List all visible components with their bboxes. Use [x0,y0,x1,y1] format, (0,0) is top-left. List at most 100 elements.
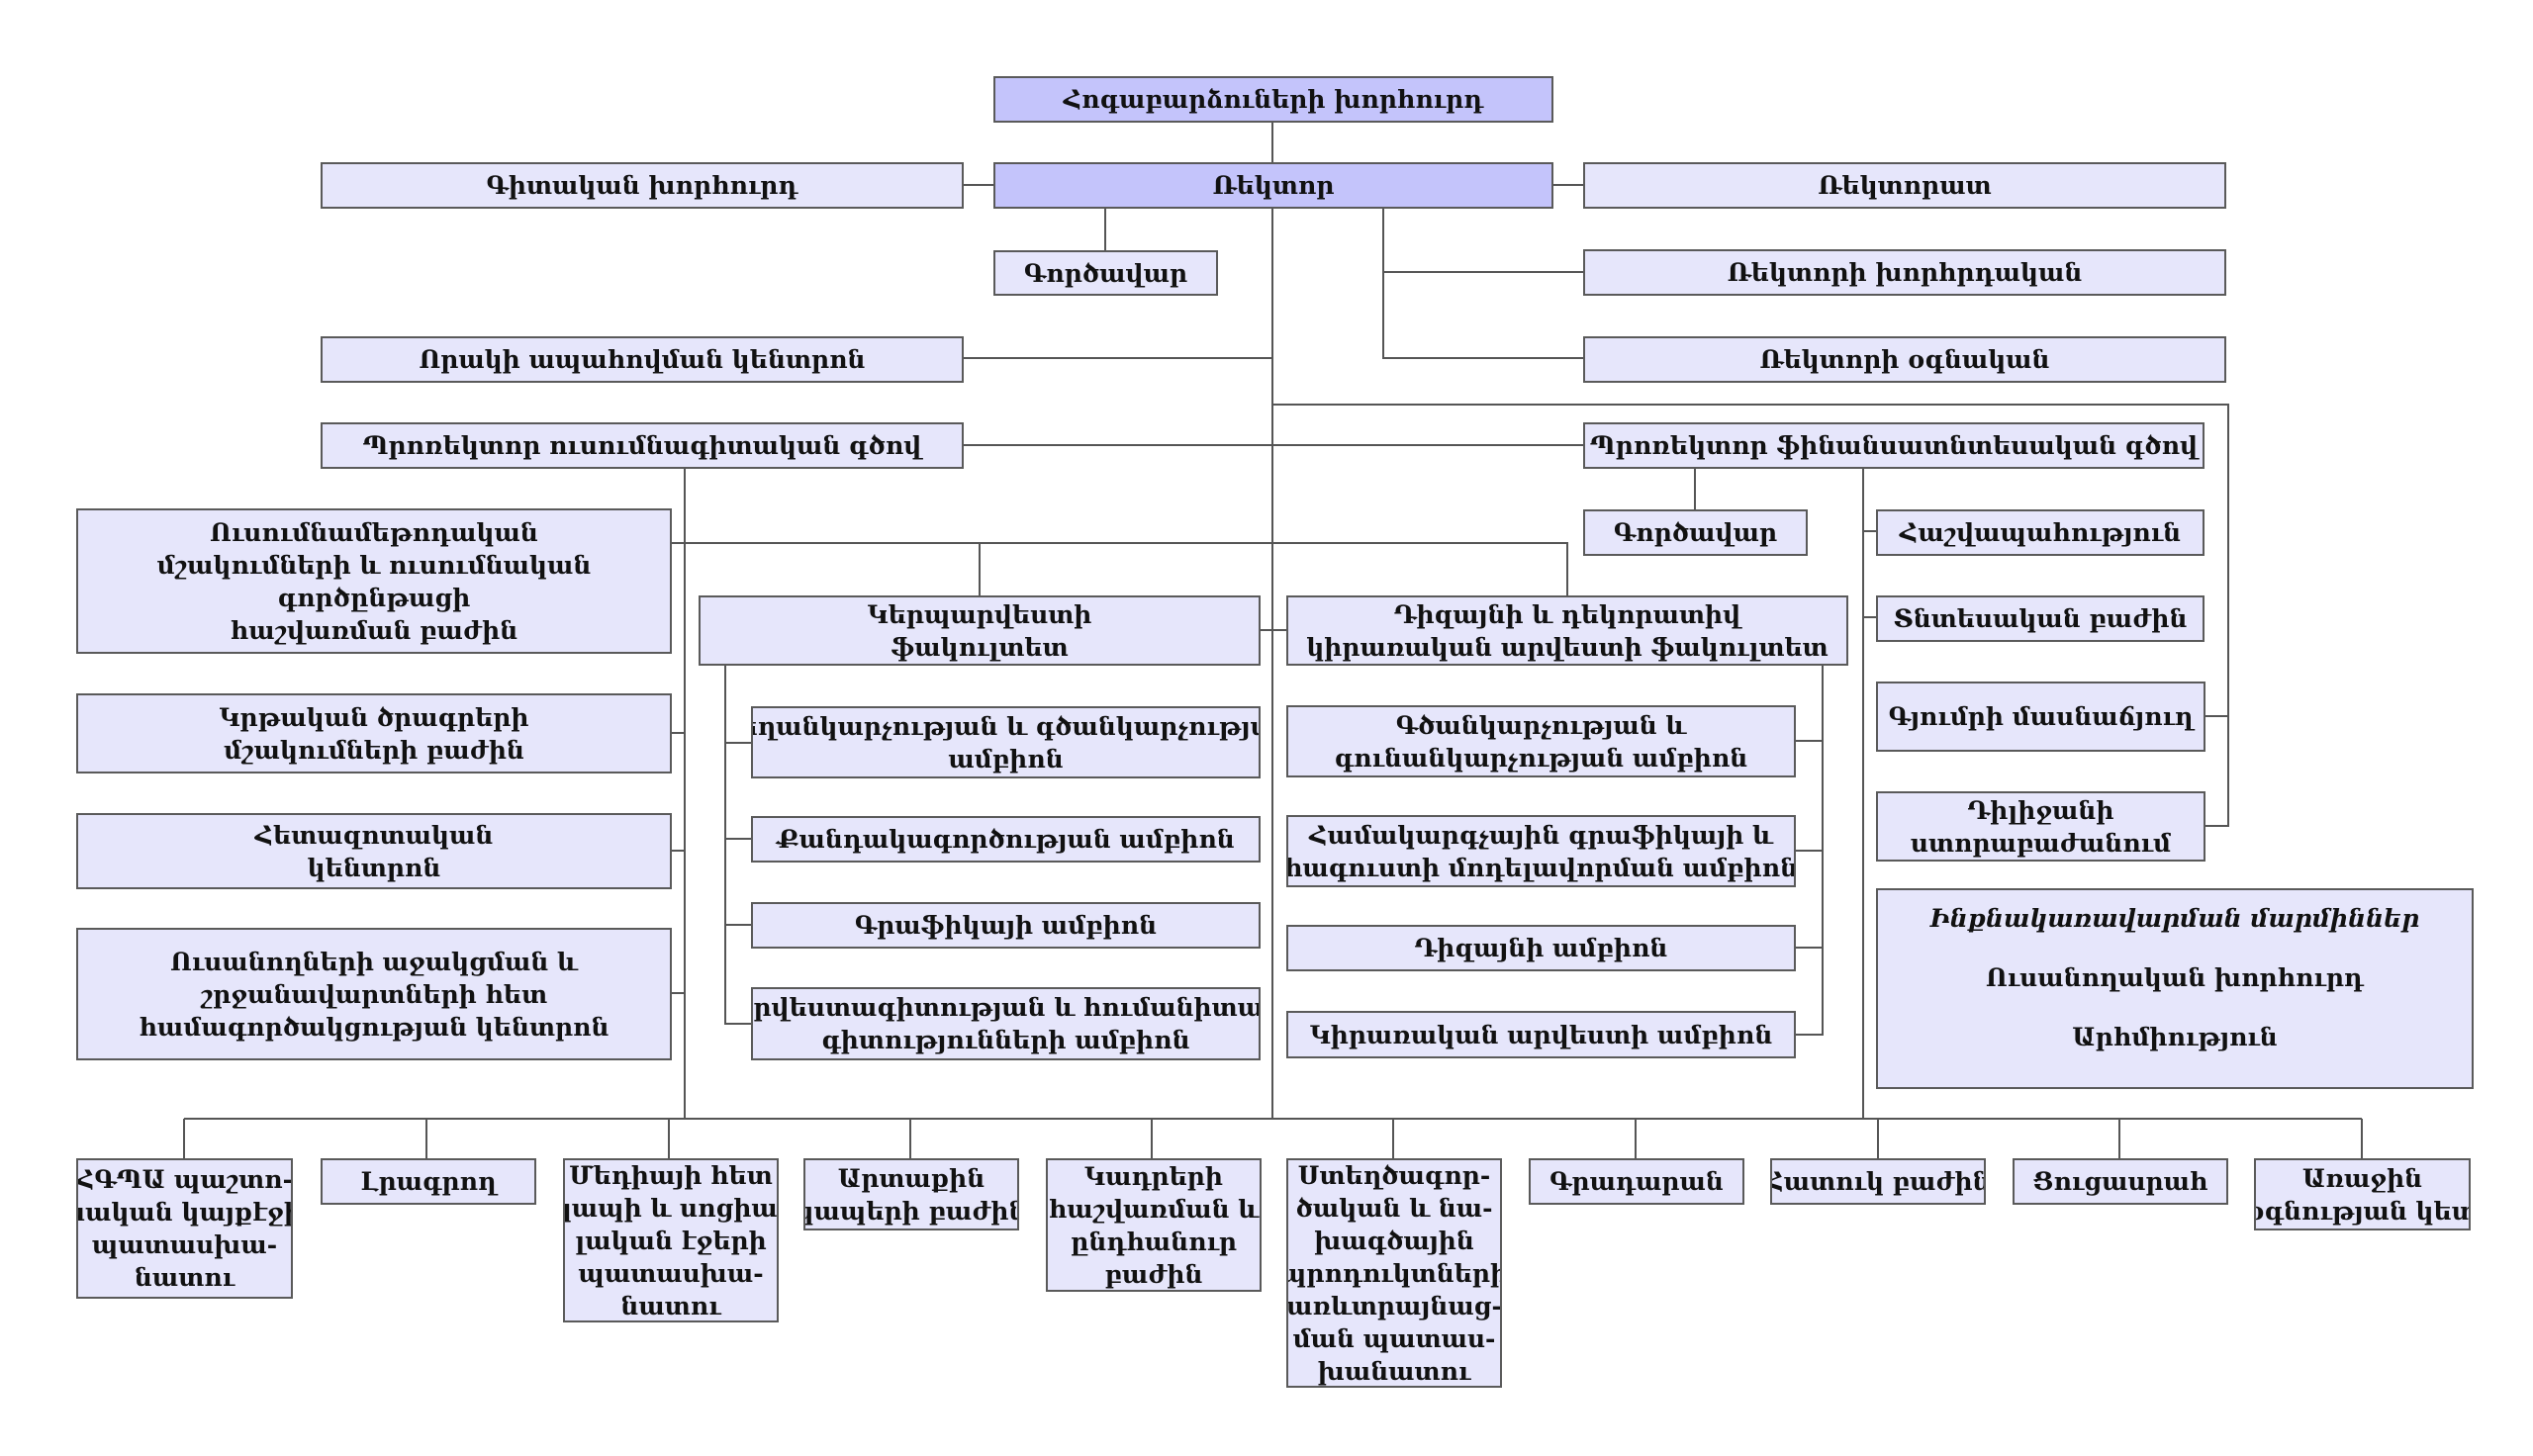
student-support-center-line: շրջանավարտների հետ [200,979,548,1009]
rector-assistant: Ռեկտորի օգնական [1583,336,2226,383]
board-of-trustees: Հոգաբարձուների խորհուրդ [993,76,1553,123]
rector-line: Ռեկտոր [1212,171,1335,200]
media-officer-line: պատասխա- [578,1258,764,1288]
first-aid-post-line: Առաջին [2301,1163,2423,1193]
painting-chair-line: Գեղանկարչության և գծանկարչության [753,711,1259,741]
art-history-chair-line: Արվեստագիտության և հումանիտար [751,993,1261,1022]
vp-finance: Պրոռեկտոր ֆինանսատնտեսական գծով [1583,422,2205,469]
rectorate-line: Ռեկտորատ [1818,171,1992,200]
quality-center: Որակի ապահովման կենտրոն [321,336,964,383]
student-support-center: Ուսանողների աջակցման և շրջանավարտների հետ… [76,928,672,1060]
fine-arts-faculty-line: Կերպարվեստի [867,599,1092,629]
drawing-chair-line: Գծանկարչության և [1395,710,1687,740]
creative-commerce-officer-line: պրոդուկտների [1286,1258,1502,1288]
applied-art-chair: Կիրառական արվեստի ամբիոն [1286,1011,1796,1058]
website-officer-line: պատասխա- [91,1230,278,1259]
website-officer-line: նական կայքէջի [76,1198,293,1227]
painting-chair: Գեղանկարչության և գծանկարչությանամբիոն [751,706,1261,778]
design-faculty-line: կիրառական արվեստի ֆակուլտետ [1306,632,1829,662]
vp-finance-line: Պրոռեկտոր ֆինանսատնտեսական գծով [1589,431,2199,460]
dilijan-unit-line: Դիլիջանի [1967,795,2114,825]
media-officer-line: կապի և սոցիա- [563,1193,779,1223]
economic-dept-line: Տնտեսական բաժին [1893,604,2188,633]
quality-center-line: Որակի ապահովման կենտրոն [419,345,866,374]
connector-right-bracket [1272,404,2229,827]
exhibition-hall: Ցուցասրահ [2013,1158,2228,1205]
computer-graphics-chair-line: հագուստի մոդելավորման ամբիոն [1286,853,1796,882]
hr-dept-line: ընդհանուր [1071,1227,1237,1256]
website-officer-line: նատու [134,1263,235,1292]
vp-academic: Պրոռեկտոր ուսումնագիտական գծով [321,422,964,469]
scientific-council-line: Գիտական խորհուրդ [486,171,798,200]
connector-fine-arts-chairs [724,666,751,1025]
board-of-trustees-line: Հոգաբարձուների խորհուրդ [1063,85,1484,114]
hr-dept-line: հաշվառման և [1048,1194,1260,1224]
rector: Ռեկտոր [993,162,1553,209]
connector-design-chairs [1796,666,1824,1036]
accounting-line: Հաշվապահություն [1899,518,2182,547]
scientific-council: Գիտական խորհուրդ [321,162,964,209]
programs-dept-line: Կրթական ծրագրերի [219,702,529,732]
rector-office-line: Գործավար [1023,258,1188,288]
vp-academic-line: Պրոռեկտոր ուսումնագիտական գծով [362,431,922,460]
accounting: Հաշվապահություն [1876,509,2205,556]
graphics-chair-line: Գրաֆիկայի ամբիոն [854,911,1158,940]
media-officer-line: Մեդիայի հետ [569,1160,773,1190]
creative-commerce-officer-line: ծական և նա- [1295,1193,1493,1223]
creative-commerce-officer-line: առևտրայնաց- [1286,1291,1502,1320]
student-support-center-line: համագործակցության կենտրոն [139,1012,610,1042]
finance-office-line: Գործավար [1613,518,1778,547]
gyumri-branch-line: Գյումրի մասնաճյուղ [1888,702,2194,731]
media-officer-line: նատու [620,1291,721,1320]
library: Գրադարան [1529,1158,1744,1205]
economic-dept: Տնտեսական բաժին [1876,595,2205,642]
applied-art-chair-line: Կիրառական արվեստի ամբիոն [1309,1020,1773,1049]
painting-chair-line: ամբիոն [948,744,1064,774]
connector-faculties [685,542,1568,595]
hr-dept-line: Կադրերի [1084,1161,1223,1191]
hr-dept-line: բաժին [1104,1259,1203,1289]
external-relations-dept-line: կապերի բաժին [803,1196,1019,1226]
gyumri-branch: Գյումրի մասնաճյուղ [1876,682,2205,752]
sculpture-chair: Քանդակագործության ամբիոն [751,816,1261,863]
methods-dept-line: հաշվառման բաժին [230,615,518,645]
journalist: Լրագրող [321,1158,536,1205]
methods-dept-line: Ուսումնամեթոդական [210,517,538,547]
art-history-chair-line: գիտությունների ամբիոն [821,1026,1190,1054]
student-support-center-line: Ուսանողների աջակցման և [170,947,578,976]
journalist-line: Լրագրող [360,1167,497,1196]
rector-office: Գործավար [993,250,1218,296]
special-dept-line: Հատուկ բաժին [1770,1167,1986,1196]
creative-commerce-officer-line: խանատու [1317,1356,1471,1386]
methods-dept-line: մշակումների և ուսումնական [156,550,592,580]
research-center-line: Հետազոտական [254,820,494,850]
creative-commerce-officer-line: ման պատաս- [1292,1323,1496,1353]
connector-advisor-branch [1382,208,1583,359]
special-dept: Հատուկ բաժին [1770,1158,1986,1205]
programs-dept-line: մշակումների բաժին [224,735,524,765]
media-officer-line: լական էջերի [575,1226,767,1255]
finance-office: Գործավար [1583,509,1808,556]
sculpture-chair-line: Քանդակագործության ամբիոն [777,825,1235,854]
rector-advisor: Ռեկտորի խորհրդական [1583,249,2226,296]
creative-commerce-officer-line: Ստեղծագոր- [1297,1160,1491,1190]
governance-trade-union: Արհմիություն [2072,1023,2278,1051]
rector-assistant-line: Ռեկտորի օգնական [1759,345,2050,374]
external-relations-dept-line: Արտաքին [837,1163,985,1193]
design-chair-line: Դիզայնի ամբիոն [1414,934,1668,962]
rectorate: Ռեկտորատ [1583,162,2226,209]
self-governance-bodies: Ինքնակառավարման մարմիններ Ուսանողական խո… [1876,888,2474,1089]
computer-graphics-chair-line: Համակարգչային գրաֆիկայի և [1309,820,1773,850]
design-chair: Դիզայնի ամբիոն [1286,925,1796,971]
dilijan-unit-line: ստորաբաժանում [1910,828,2172,858]
rector-advisor-line: Ռեկտորի խորհրդական [1727,258,2083,287]
